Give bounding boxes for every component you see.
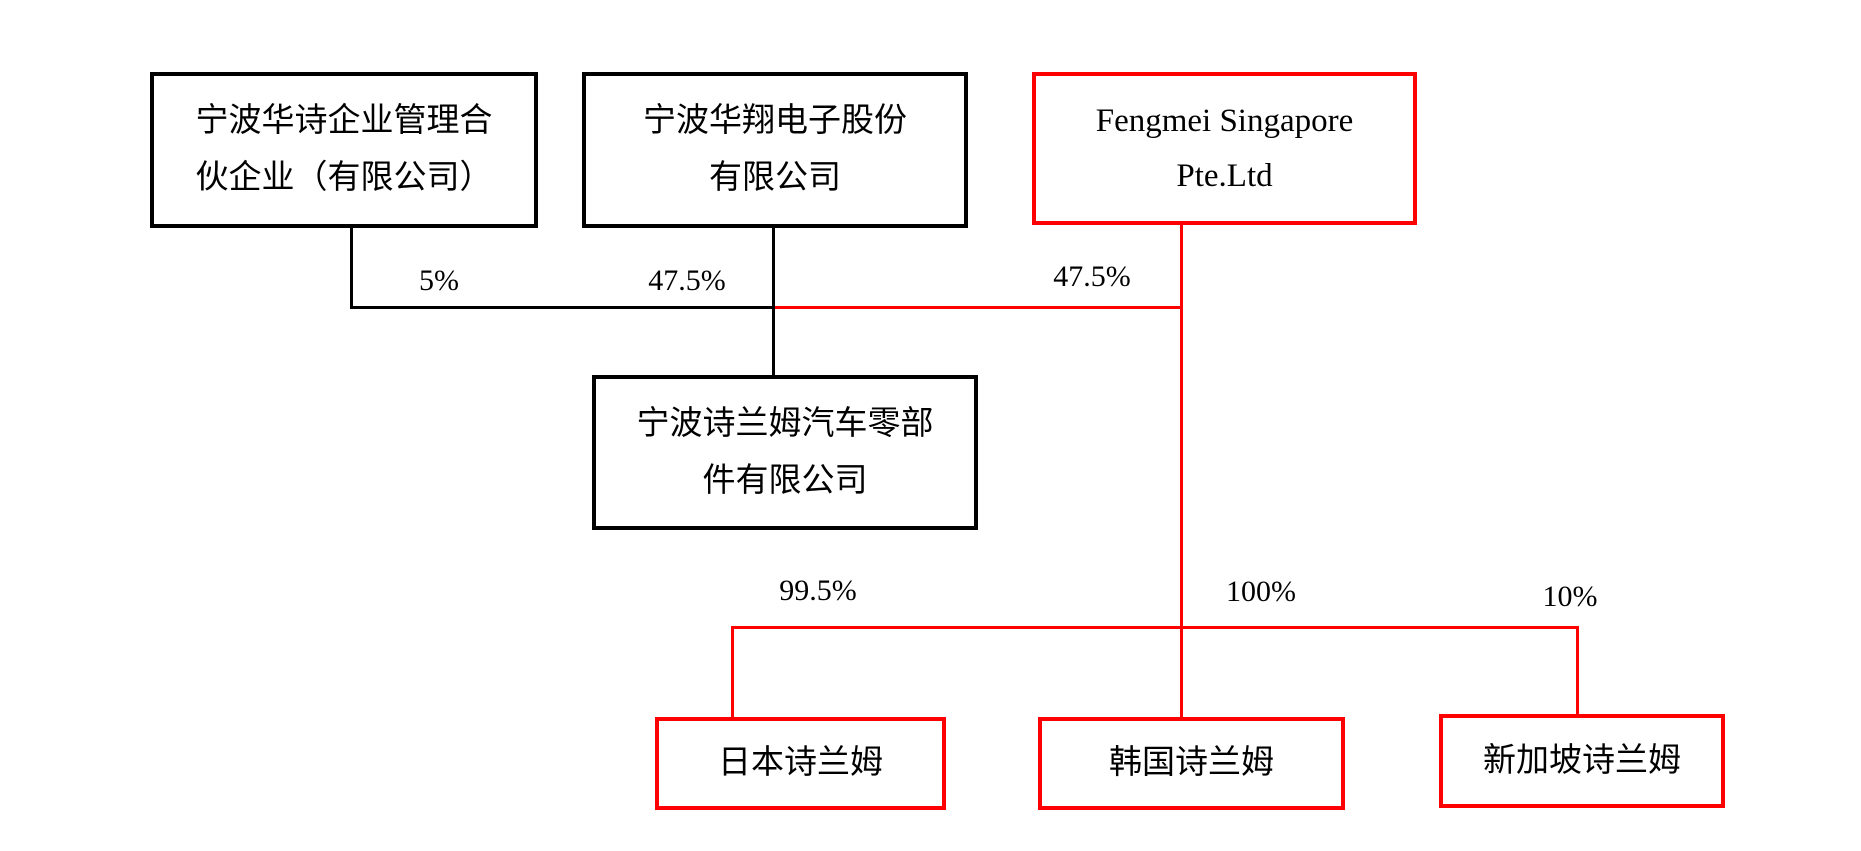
- node-singapore-shilanmu: 新加坡诗兰姆: [1439, 714, 1725, 808]
- node-label-line: 件有限公司: [702, 462, 868, 499]
- node-ningbo-huaxiang-electronics: 宁波华翔电子股份 有限公司: [582, 72, 968, 228]
- node-fengmei-singapore: Fengmei Singapore Pte.Ltd: [1032, 72, 1417, 225]
- node-label-line: 韩国诗兰姆: [1109, 745, 1274, 781]
- ownership-label-huaxiang: 47.5%: [648, 264, 726, 297]
- ownership-label-huashi: 5%: [419, 264, 459, 297]
- ownership-label-fengmei: 47.5%: [1053, 260, 1131, 293]
- connector-huashi-vertical: [350, 226, 353, 309]
- connector-horizontal-red-lower: [731, 626, 1579, 629]
- node-label-line: 宁波华翔电子股份: [643, 103, 907, 139]
- node-label-line: 新加坡诗兰姆: [1483, 742, 1681, 779]
- connector-horizontal-black: [350, 306, 775, 309]
- connector-huaxiang-vertical: [772, 226, 775, 378]
- node-korea-shilanmu: 韩国诗兰姆: [1038, 717, 1345, 810]
- ownership-label-japan: 99.5%: [779, 574, 857, 607]
- ownership-label-korea: 100%: [1226, 575, 1296, 608]
- node-label-line: Pte.Ltd: [1176, 157, 1273, 194]
- node-label-line: 宁波华诗企业管理合: [195, 103, 493, 139]
- node-label-line: 有限公司: [709, 160, 841, 196]
- node-label-line: 日本诗兰姆: [718, 745, 883, 781]
- node-ningbo-shilanmu-auto-parts: 宁波诗兰姆汽车零部 件有限公司: [592, 375, 978, 530]
- node-japan-shilanmu: 日本诗兰姆: [655, 717, 946, 810]
- node-label-line: Fengmei Singapore: [1095, 102, 1354, 139]
- connector-fengmei-vertical: [1180, 223, 1183, 719]
- node-label-line: 伙企业（有限公司）: [195, 160, 493, 196]
- ownership-label-singapore: 10%: [1542, 580, 1598, 613]
- node-label-line: 宁波诗兰姆汽车零部: [636, 405, 934, 442]
- connector-horizontal-red-upper: [775, 306, 1183, 309]
- connector-singapore-vertical: [1576, 626, 1579, 717]
- node-ningbo-huashi-partnership: 宁波华诗企业管理合 伙企业（有限公司）: [150, 72, 538, 228]
- connector-japan-vertical: [731, 626, 734, 719]
